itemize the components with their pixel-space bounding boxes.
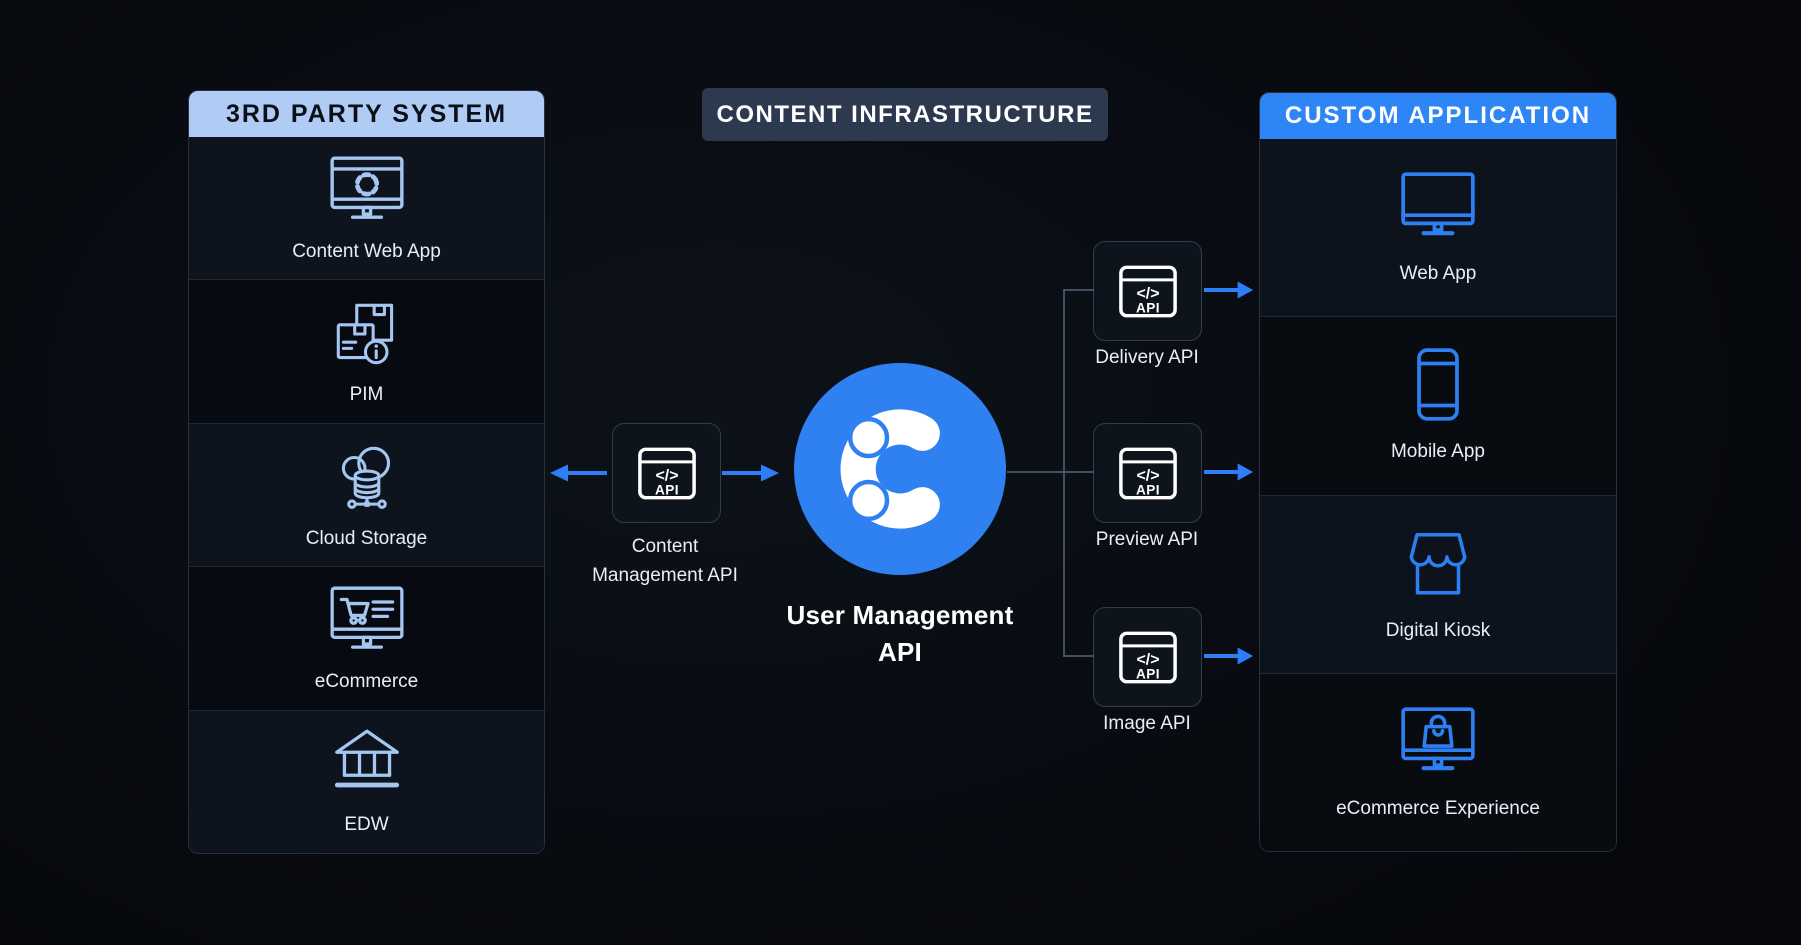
item-label: Cloud Storage xyxy=(305,527,428,549)
item-digital-kiosk: Digital Kiosk xyxy=(1260,494,1616,673)
item-label: eCommerce Experience xyxy=(1336,797,1540,819)
content-infrastructure-title: CONTENT INFRASTRUCTURE xyxy=(716,100,1094,128)
item-content-web-app: Content Web App xyxy=(189,137,544,280)
custom-application-items: Web App Mobile App xyxy=(1260,139,1616,851)
svg-text:</>: </> xyxy=(1136,285,1159,302)
flow-arrow-delivery xyxy=(1204,281,1254,299)
svg-text:API: API xyxy=(654,482,678,497)
monitor-icon xyxy=(1397,170,1479,244)
api-browser-icon: </> API xyxy=(637,446,697,501)
uma-label-line1: User Management xyxy=(786,600,1014,630)
connector-line xyxy=(1064,289,1094,291)
cma-label-line1: Content xyxy=(631,536,699,557)
image-api-label: Image API xyxy=(1103,713,1191,734)
api-browser-icon: </> API xyxy=(1118,630,1178,685)
image-api-box: </> API xyxy=(1093,607,1202,707)
third-party-panel: 3RD PARTY SYSTEM Content Web App xyxy=(188,90,545,854)
flow-arrow-right xyxy=(722,464,780,482)
item-cloud-storage: Cloud Storage xyxy=(189,422,544,567)
package-info-icon xyxy=(326,297,408,371)
third-party-header: 3RD PARTY SYSTEM xyxy=(189,91,544,137)
content-management-api-label: Content Management API xyxy=(535,533,795,590)
item-label: PIM xyxy=(349,384,384,406)
storefront-icon xyxy=(1397,527,1479,601)
uma-label-line2: API xyxy=(878,636,922,667)
svg-text:</>: </> xyxy=(1136,651,1159,668)
flow-arrow-image xyxy=(1204,647,1254,665)
delivery-api-label: Delivery API xyxy=(1095,347,1199,368)
flow-arrow-preview xyxy=(1204,463,1254,481)
contentstack-logo xyxy=(793,362,1007,581)
item-label: Digital Kiosk xyxy=(1385,619,1491,641)
delivery-api-box: </> API xyxy=(1093,241,1202,341)
connector-line xyxy=(1007,471,1094,473)
svg-text:</>: </> xyxy=(1136,467,1159,484)
custom-application-header: CUSTOM APPLICATION xyxy=(1260,93,1616,139)
item-label: EDW xyxy=(344,814,389,836)
api-browser-icon: </> API xyxy=(1118,446,1178,501)
cma-label-line2: Management API xyxy=(592,564,738,586)
third-party-title: 3RD PARTY SYSTEM xyxy=(225,99,508,128)
connector-line xyxy=(1064,655,1094,657)
item-label: eCommerce xyxy=(314,670,419,692)
item-pim: PIM xyxy=(189,279,544,423)
monitor-cart-icon xyxy=(326,584,408,658)
content-infrastructure-header: CONTENT INFRASTRUCTURE xyxy=(702,88,1108,141)
item-label: Web App xyxy=(1399,263,1477,285)
item-mobile-app: Mobile App xyxy=(1260,316,1616,495)
item-edw: EDW xyxy=(189,709,544,853)
svg-text:</>: </> xyxy=(655,467,678,484)
item-label: Mobile App xyxy=(1390,441,1485,463)
svg-text:API: API xyxy=(1135,666,1159,681)
monitor-contentstack-icon xyxy=(326,154,408,228)
content-management-api-box: </> API xyxy=(612,423,721,523)
preview-api-box: </> API xyxy=(1093,423,1202,523)
third-party-items: Content Web App PIM xyxy=(189,137,544,853)
svg-text:API: API xyxy=(1135,482,1159,497)
item-label: Content Web App xyxy=(292,240,441,262)
item-web-app: Web App xyxy=(1260,139,1616,317)
bank-icon xyxy=(326,727,408,801)
custom-application-title: CUSTOM APPLICATION xyxy=(1284,102,1592,129)
user-management-api-label: User Management API xyxy=(717,597,1083,671)
smartphone-icon xyxy=(1397,348,1479,422)
svg-text:API: API xyxy=(1135,300,1159,315)
item-ecommerce-experience: eCommerce Experience xyxy=(1260,672,1616,851)
api-browser-icon: </> API xyxy=(1118,264,1178,319)
cloud-database-icon xyxy=(326,441,408,515)
monitor-shopping-bag-icon xyxy=(1397,705,1479,779)
preview-api-label: Preview API xyxy=(1095,529,1199,550)
custom-application-panel: CUSTOM APPLICATION Web App xyxy=(1259,92,1617,852)
item-ecommerce: eCommerce xyxy=(189,566,544,710)
connector-line xyxy=(1063,289,1065,657)
flow-arrow-left xyxy=(549,464,607,482)
